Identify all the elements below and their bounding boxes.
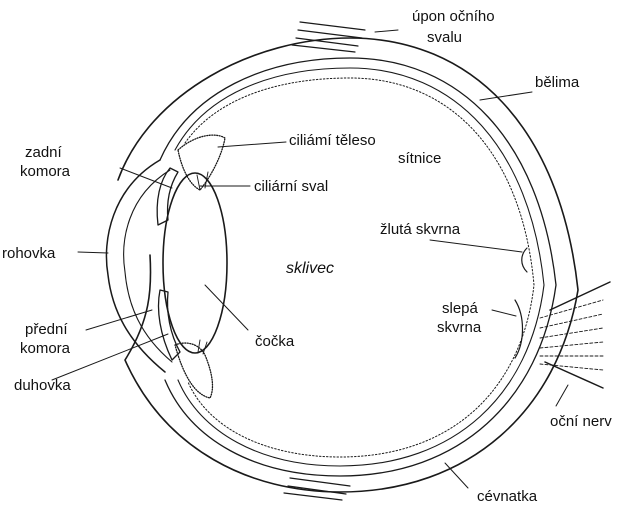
sklivec-label: sklivec — [286, 260, 334, 277]
ciliarni-sval-label: ciliární sval — [254, 178, 328, 195]
optic-nerve-sheath-top — [550, 282, 610, 310]
sclera-inner-wall — [160, 58, 556, 476]
muscle-tendon-upper — [292, 22, 365, 52]
leader-ciliami — [218, 142, 286, 147]
leader-upon — [375, 30, 398, 32]
fovea — [522, 248, 527, 272]
zadni-komora-label-line1: zadní — [25, 144, 62, 161]
optic-disc — [515, 300, 523, 358]
leader-zluta — [430, 240, 522, 252]
predni-komora-label-line1: přední — [25, 321, 68, 338]
slepa-skvrna-label-line1: slepá — [442, 300, 478, 317]
zluta-skvrna-label: žlutá skvrna — [380, 221, 460, 238]
cornea-inner — [124, 170, 172, 362]
cocka-label: čočka — [255, 333, 294, 350]
optic-nerve-sheath-bottom — [545, 362, 603, 388]
rohovka-label: rohovka — [2, 245, 55, 262]
lens — [163, 173, 227, 353]
duhovka-label: duhovka — [14, 377, 71, 394]
leader-cocka — [205, 285, 248, 330]
predni-komora-label-line2: komora — [20, 340, 70, 357]
slepa-skvrna-label-line2: skvrna — [437, 319, 481, 336]
leader-ocni-nerv — [556, 385, 568, 406]
upon-label-line2: svalu — [427, 29, 462, 46]
choroid-layer — [175, 68, 544, 466]
ciliary-body-lower — [175, 343, 212, 398]
leader-cevnatka — [445, 463, 468, 488]
sclera-outer-wall — [118, 38, 578, 492]
ocni-nerv-label: oční nerv — [550, 413, 612, 430]
cevnatka-label: cévnatka — [477, 488, 537, 505]
ciliami-teleso-label: ciliámí těleso — [289, 132, 376, 149]
belima-label: bělima — [535, 74, 579, 91]
leader-rohovka — [78, 252, 108, 253]
upon-label-line1: úpon očního — [412, 8, 495, 25]
zadni-komora-label-line2: komora — [20, 163, 70, 180]
leader-slepa — [492, 310, 516, 316]
sitnice-label: sítnice — [398, 150, 441, 167]
leader-belima — [480, 92, 532, 100]
